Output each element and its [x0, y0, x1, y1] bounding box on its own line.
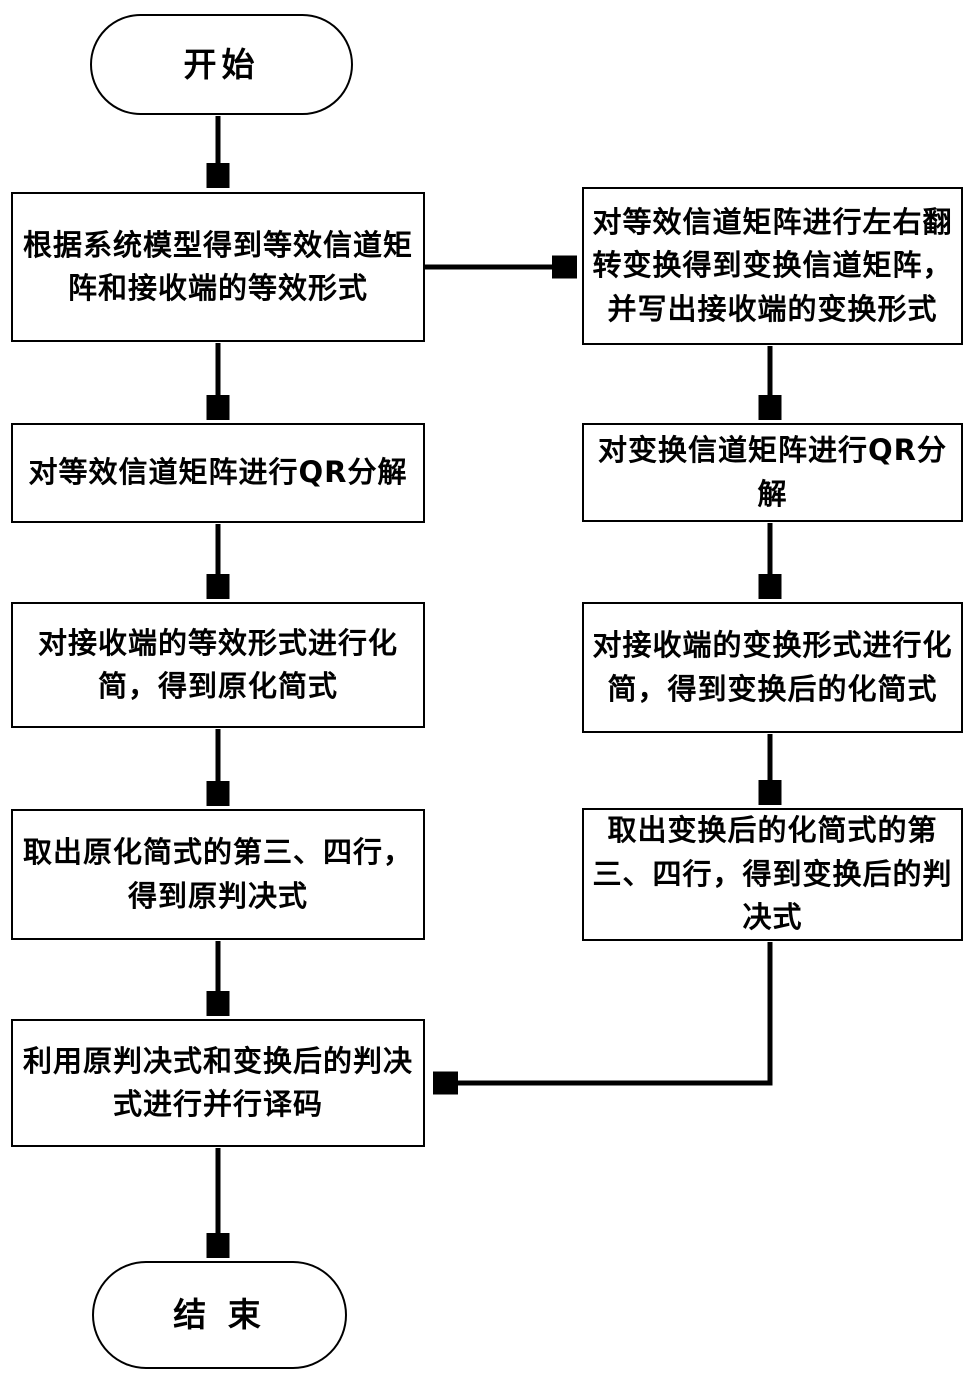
step-simplify-transformed: 对接收端的变换形式进行化简，得到变换后的化简式 — [582, 602, 963, 733]
step-qr-transformed-label: 对变换信道矩阵进行QR分解 — [598, 433, 947, 511]
step-extract-original-decision-label: 取出原化简式的第三、四行，得到原判决式 — [22, 835, 413, 913]
start-terminal: 开始 — [90, 14, 353, 115]
step-simplify-transformed-label: 对接收端的变换形式进行化简，得到变换后的化简式 — [592, 628, 953, 706]
step-simplify-equivalent-label: 对接收端的等效形式进行化简，得到原化简式 — [37, 625, 398, 704]
end-label: 结 束 — [173, 1295, 266, 1335]
step-parallel-decoding: 利用原判决式和变换后的判决式进行并行译码 — [11, 1019, 425, 1147]
step-system-model-label: 根据系统模型得到等效信道矩阵和接收端的等效形式 — [22, 227, 413, 306]
step-flip-transform-label: 对等效信道矩阵进行左右翻转变换得到变换信道矩阵，并写出接收端的变换形式 — [592, 204, 953, 326]
start-label: 开始 — [183, 44, 260, 84]
end-terminal: 结 束 — [92, 1261, 347, 1369]
step-system-model: 根据系统模型得到等效信道矩阵和接收端的等效形式 — [11, 192, 425, 342]
step-qr-transformed: 对变换信道矩阵进行QR分解 — [582, 423, 963, 522]
step-flip-transform: 对等效信道矩阵进行左右翻转变换得到变换信道矩阵，并写出接收端的变换形式 — [582, 187, 963, 345]
step-qr-equivalent: 对等效信道矩阵进行QR分解 — [11, 423, 425, 523]
step-extract-transformed-decision-label: 取出变换后的化简式的第三、四行，得到变换后的判决式 — [592, 813, 953, 935]
step-parallel-decoding-label: 利用原判决式和变换后的判决式进行并行译码 — [22, 1043, 413, 1122]
step-simplify-equivalent: 对接收端的等效形式进行化简，得到原化简式 — [11, 602, 425, 728]
arrow-extract2-to-decode — [437, 942, 773, 1083]
step-extract-transformed-decision: 取出变换后的化简式的第三、四行，得到变换后的判决式 — [582, 808, 963, 941]
step-qr-equivalent-label: 对等效信道矩阵进行QR分解 — [28, 455, 408, 490]
step-extract-original-decision: 取出原化简式的第三、四行，得到原判决式 — [11, 809, 425, 940]
